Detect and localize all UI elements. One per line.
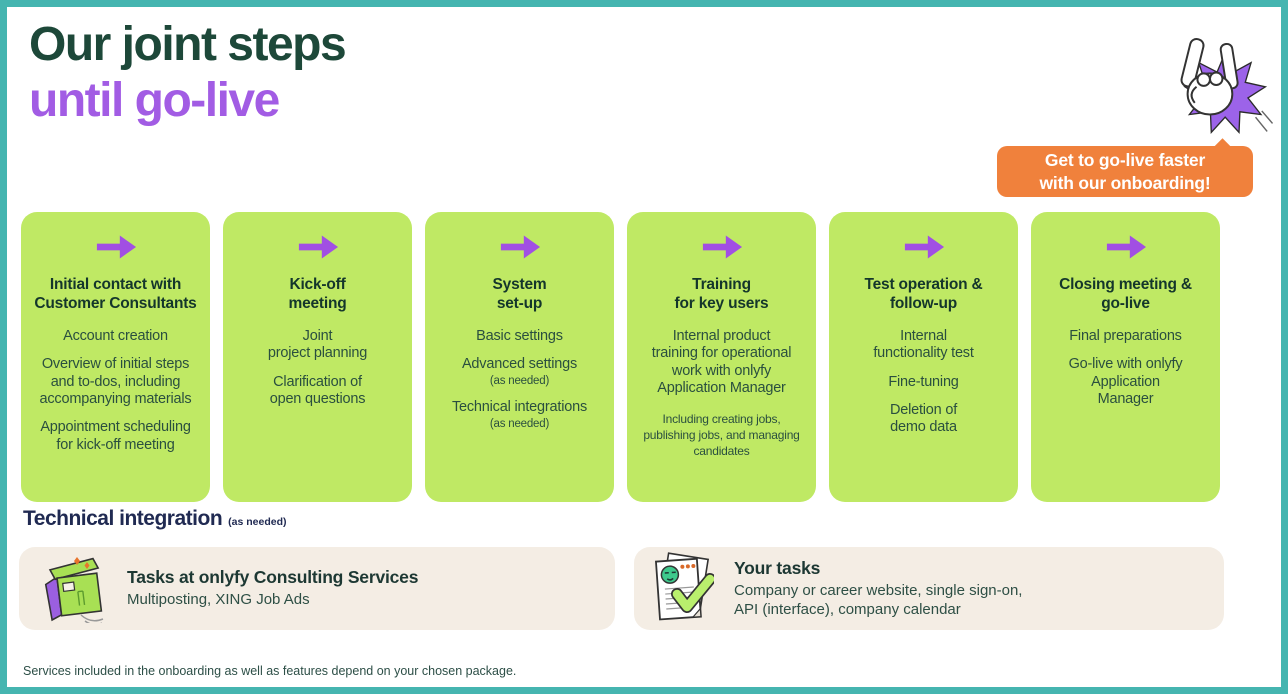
step-item: Internal product training for operationa…	[651, 327, 792, 396]
step-item: Clarification of open questions	[269, 373, 366, 407]
step-title: Initial contact with Customer Consultant…	[34, 276, 197, 312]
step-title: Training for key users	[674, 276, 769, 312]
page-title-line1: Our joint steps	[29, 18, 347, 71]
step-title: Test operation & follow-up	[864, 276, 983, 312]
motion-lines	[1254, 110, 1274, 132]
rock-hand-starburst-icon	[1180, 38, 1274, 135]
steps-row: Initial contact with Customer Consultant…	[21, 212, 1220, 502]
package-box-icon	[35, 555, 107, 623]
step-item: Deletion of demo data	[889, 401, 958, 436]
step-item: Joint project planning	[267, 327, 368, 362]
step-item: Internal functionality test	[873, 327, 974, 362]
step-card-closing-meeting: Closing meeting & go-live Final preparat…	[1031, 212, 1220, 502]
step-items: Joint project planning Clarification of …	[231, 328, 404, 409]
step-item: Go-live with onlyfy Application Manager	[1068, 356, 1183, 407]
page-title-line2: until go-live	[29, 74, 280, 128]
step-item: Appointment scheduling for kick-off meet…	[40, 419, 191, 453]
panel-title: Your tasks	[734, 557, 821, 578]
panel-body: Company or career website, single sign-o…	[734, 581, 1023, 618]
panel-text: Tasks at onlyfy Consulting Services Mult…	[127, 567, 418, 610]
technical-integration-label: Technical integration	[23, 507, 223, 530]
panel-onlyfy-tasks: Tasks at onlyfy Consulting Services Mult…	[19, 547, 615, 630]
step-item-note: (as needed)	[489, 374, 550, 387]
arrow-right-icon	[1106, 235, 1146, 259]
step-items: Internal product training for operationa…	[635, 328, 808, 459]
technical-integration-heading: Technical integration (as needed)	[23, 507, 287, 531]
arrow-right-icon	[904, 235, 944, 259]
panel-title: Tasks at onlyfy Consulting Services	[127, 567, 419, 588]
step-item: Basic settings	[476, 327, 563, 344]
step-item: Fine-tuning	[888, 373, 959, 390]
page-title: Our joint steps until go-live	[29, 17, 347, 129]
onboarding-badge: Get to go-live faster with our onboardin…	[997, 146, 1253, 197]
panel-body: Multiposting, XING Job Ads	[127, 591, 310, 609]
step-item: Account creation	[63, 327, 168, 344]
step-item: Advanced settings	[461, 356, 578, 373]
step-title: Closing meeting & go-live	[1059, 276, 1192, 312]
step-items: Account creation Overview of initial ste…	[29, 328, 202, 454]
step-items: Final preparations Go-live with onlyfy A…	[1039, 328, 1212, 409]
technical-integration-suffix: (as needed)	[228, 516, 287, 528]
task-panels-row: Tasks at onlyfy Consulting Services Mult…	[19, 547, 1224, 630]
arrow-right-icon	[298, 235, 338, 259]
panel-your-tasks: Your tasks Company or career website, si…	[634, 547, 1224, 630]
step-items: Basic settings Advanced settings (as nee…	[433, 328, 606, 432]
step-item: Technical integrations	[451, 399, 588, 416]
step-item-note: (as needed)	[489, 417, 550, 430]
step-card-training: Training for key users Internal product …	[627, 212, 816, 502]
panel-text: Your tasks Company or career website, si…	[734, 558, 1022, 620]
step-title: System set-up	[492, 276, 547, 312]
footer-note: Services included in the onboarding as w…	[23, 664, 517, 678]
step-card-test-operation: Test operation & follow-up Internal func…	[829, 212, 1018, 502]
arrow-right-icon	[96, 235, 136, 259]
step-item: Overview of initial steps and to-dos, in…	[39, 356, 192, 407]
step-title: Kick-off meeting	[288, 276, 347, 312]
step-item-small: Including creating jobs, publishing jobs…	[643, 412, 800, 458]
step-card-kickoff-meeting: Kick-off meeting Joint project planning …	[223, 212, 412, 502]
step-items: Internal functionality test Fine-tuning …	[837, 328, 1010, 437]
arrow-right-icon	[500, 235, 540, 259]
rock-hand-shape	[1180, 38, 1239, 116]
step-card-initial-contact: Initial contact with Customer Consultant…	[21, 212, 210, 502]
step-item: Final preparations	[1069, 327, 1182, 344]
document-check-icon	[650, 551, 714, 626]
step-card-system-setup: System set-up Basic settings Advanced se…	[425, 212, 614, 502]
arrow-right-icon	[702, 235, 742, 259]
